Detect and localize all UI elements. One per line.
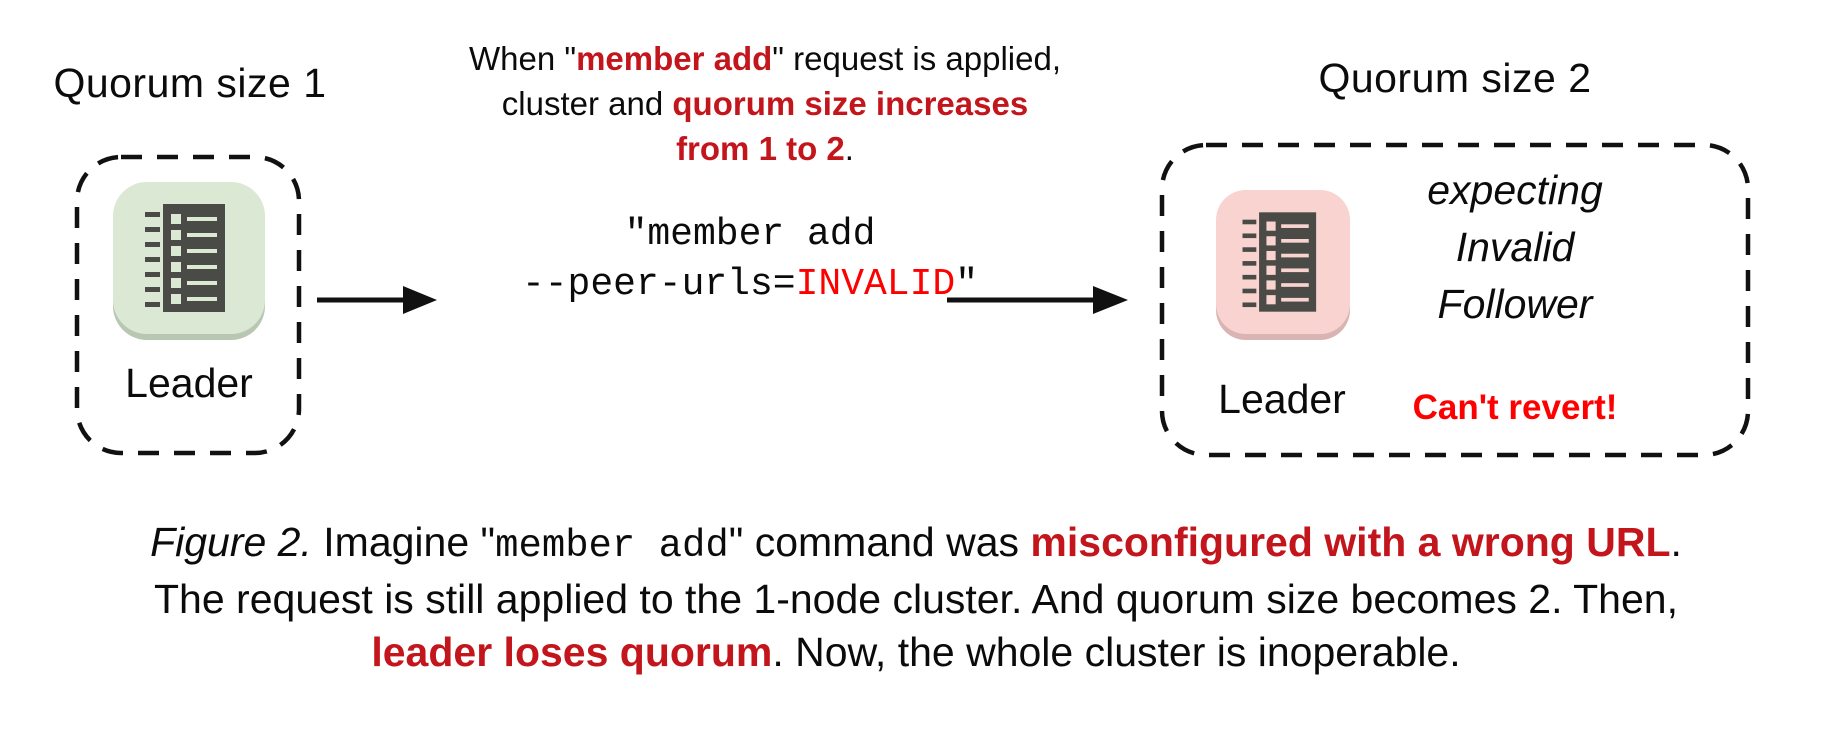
left-cluster-title: Quorum size 1	[53, 60, 327, 106]
status-line-1: expecting	[1427, 167, 1603, 213]
command-2-post: "	[955, 263, 979, 306]
annotation-3-em: from 1 to 2	[676, 130, 845, 167]
status-line-2: Invalid	[1455, 224, 1575, 270]
left-cluster-box	[74, 154, 302, 456]
etcd-ledger-icon	[1242, 212, 1317, 312]
arrow-right-icon-1	[317, 286, 437, 314]
right-cluster-title: Quorum size 2	[1318, 55, 1592, 101]
command-2-invalid: INVALID	[795, 263, 956, 306]
command-text: "member add --peer-urls=INVALID"	[430, 210, 1070, 310]
command-line-2: --peer-urls=INVALID"	[430, 260, 1070, 310]
caption-1-code: member add	[495, 524, 729, 568]
annotation-text: When "member add" request is applied, cl…	[420, 36, 1110, 171]
caption-1-post: .	[1670, 519, 1682, 565]
status-line-3: Follower	[1437, 281, 1593, 327]
etcd-ledger-icon	[145, 204, 225, 312]
caption-figure-label: Figure 2.	[150, 519, 312, 565]
annotation-2-pre: cluster and	[501, 85, 673, 122]
caption-3-em: leader loses quorum	[371, 629, 773, 675]
cant-revert-warning: Can't revert!	[1412, 388, 1618, 427]
leader-label-right: Leader	[1218, 376, 1346, 422]
command-2-pre: --peer-urls=	[521, 263, 796, 306]
annotation-3-post: .	[844, 130, 854, 167]
caption-1-em: misconfigured with a wrong URL	[1030, 519, 1671, 565]
annotation-line-3: from 1 to 2.	[420, 126, 1110, 171]
caption-1-pre: Imagine "	[311, 519, 496, 565]
annotation-1-post: " request is applied,	[772, 40, 1062, 77]
caption-line-3: leader loses quorum. Now, the whole clus…	[0, 626, 1832, 679]
command-line-1: "member add	[624, 213, 876, 256]
annotation-line-2: cluster and quorum size increases	[420, 81, 1110, 126]
caption-3-post: . Now, the whole cluster is inoperable.	[772, 629, 1461, 675]
leader-node-pink	[1216, 190, 1350, 334]
arrow-right-icon-2	[947, 286, 1128, 314]
figure-caption: Figure 2. Imagine "member add" command w…	[0, 516, 1832, 679]
annotation-1-pre: When "	[468, 40, 577, 77]
leader-node-green	[113, 182, 265, 334]
leader-label-left: Leader	[125, 360, 253, 406]
annotation-1-em: member add	[576, 40, 773, 77]
annotation-line-1: When "member add" request is applied,	[420, 36, 1110, 81]
annotation-2-em: quorum size increases	[672, 85, 1029, 122]
caption-1-mid: " command was	[728, 519, 1031, 565]
caption-line-1: Figure 2. Imagine "member add" command w…	[0, 516, 1832, 573]
expecting-follower-text: expecting Invalid Follower	[1360, 162, 1670, 333]
caption-line-2: The request is still applied to the 1-no…	[154, 576, 1678, 622]
